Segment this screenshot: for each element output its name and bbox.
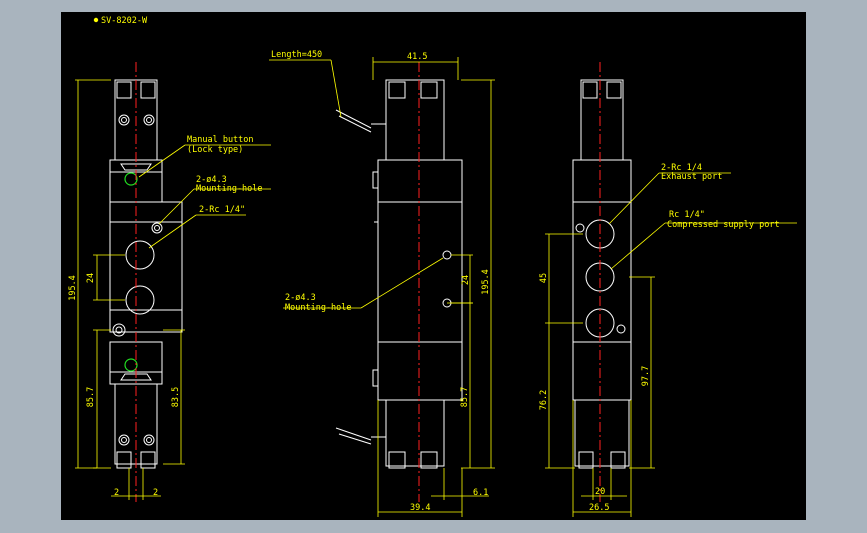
back-top-coil — [580, 79, 624, 161]
supply-port-count: Rc 1/4" — [669, 210, 705, 220]
side-dim-41-5: 41.5 — [407, 52, 427, 62]
front-dim-24: 24 — [86, 273, 96, 283]
back-dim-20: 20 — [595, 487, 605, 497]
side-mount-label: Mounting-hole — [285, 303, 352, 313]
drawing-title: SV-8202-W — [101, 16, 148, 26]
front-mount-hole-top — [151, 222, 163, 234]
side-mount-count: 2-ø4.3 — [285, 293, 316, 303]
front-dim-2a: 2 — [114, 488, 119, 498]
front-top-screw-left — [118, 114, 130, 126]
cad-drawing: SV-8202-W — [68, 16, 797, 517]
back-mount-hole-upper — [575, 223, 585, 233]
front-port-count: 2-Rc 1/4" — [199, 205, 245, 215]
front-dim-2b: 2 — [153, 488, 158, 498]
front-mount-hole-bottom — [112, 323, 126, 337]
cad-drawing-canvas: SV-8202-W — [61, 12, 806, 520]
front-mount-label: Mounting-hole — [196, 184, 263, 194]
side-top-cable — [335, 109, 372, 133]
front-top-connector-right — [140, 81, 156, 99]
front-top-connector-left — [116, 81, 132, 99]
side-dim-total: 195.4 — [481, 269, 491, 295]
back-dim-26-5: 26.5 — [589, 503, 609, 513]
back-dim-45: 45 — [539, 273, 549, 283]
side-bottom-cable — [335, 427, 372, 445]
title-bullet — [93, 17, 99, 23]
front-dim-83-5: 83.5 — [171, 387, 181, 407]
front-dim-85-7: 85.7 — [86, 387, 96, 407]
lock-type-label: (Lock type) — [187, 145, 243, 155]
cable-length-label: Length=450 — [271, 50, 322, 60]
side-mount-hole-upper — [442, 250, 452, 260]
side-dim-85-7: 85.7 — [460, 387, 470, 407]
front-view: 195.4 24 85.7 83.5 2 2 Manual button (Lo… — [68, 62, 271, 502]
exhaust-port-count: 2-Rc 1/4 — [661, 163, 702, 173]
exhaust-port-label: Exhaust port — [661, 172, 722, 182]
side-valve-body — [377, 159, 463, 401]
front-valve-body — [109, 201, 183, 333]
back-valve-body — [572, 159, 632, 401]
front-manual-button-bottom — [124, 358, 138, 372]
manual-button-label: Manual button — [187, 135, 254, 145]
side-view: Length=450 41.5 2-ø4.3 Mounting-hole 24 … — [269, 50, 495, 517]
back-bottom-coil — [574, 399, 630, 467]
side-top-coil — [385, 79, 445, 161]
front-manual-button-top — [124, 172, 138, 186]
front-top-screw-right — [143, 114, 155, 126]
side-dim-24: 24 — [461, 275, 471, 285]
front-dim-total: 195.4 — [68, 275, 78, 301]
side-dim-39-4: 39.4 — [410, 503, 430, 513]
back-dim-76-2: 76.2 — [539, 390, 549, 410]
back-mount-hole-lower — [616, 324, 626, 334]
front-port-upper — [125, 240, 155, 270]
back-dim-97-7: 97.7 — [641, 366, 651, 386]
front-mount-count: 2-ø4.3 — [196, 175, 227, 185]
front-port-lower — [125, 285, 155, 315]
supply-port-label: Compressed supply port — [667, 220, 780, 230]
side-dim-6-1: 6.1 — [473, 488, 488, 498]
back-view: 2-Rc 1/4 Exhaust port Rc 1/4" Compressed… — [539, 62, 797, 517]
side-bottom-coil — [385, 399, 445, 467]
